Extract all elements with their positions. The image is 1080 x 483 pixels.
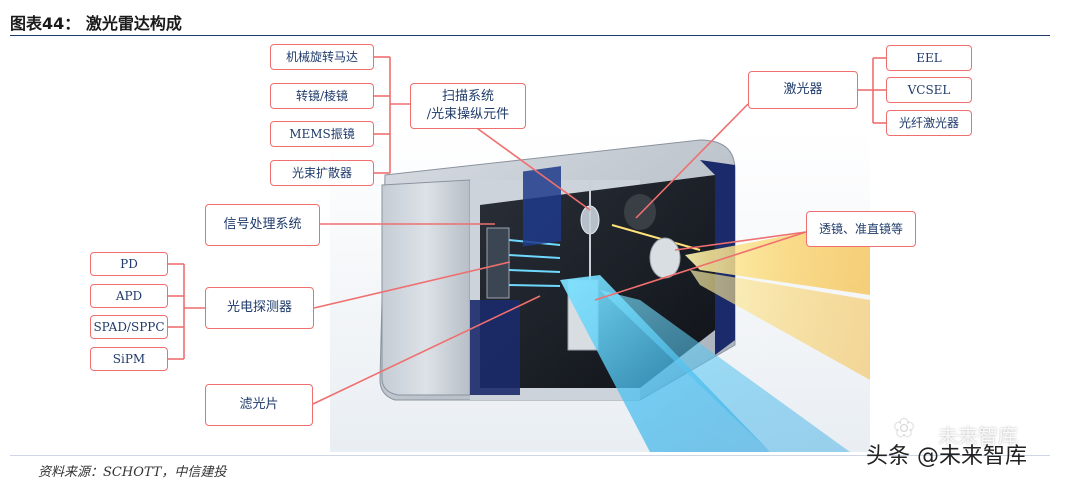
lens-box: 透镜、准直镜等 [806, 211, 916, 247]
wechat-logo-icon: ✿ [894, 414, 915, 442]
scan-item-mems: MEMS振镜 [270, 121, 374, 147]
figure-title: 图表44： 激光雷达构成 [10, 14, 182, 33]
laser-item-eel: EEL [886, 45, 972, 71]
title-divider [10, 35, 1050, 36]
laser-box: 激光器 [748, 71, 858, 109]
scan-item-diffuser: 光束扩散器 [270, 160, 374, 186]
brand-credit: 头条 @未来智库 [866, 444, 1027, 469]
scan-item-motor: 机械旋转马达 [270, 44, 374, 70]
laser-item-fiber: 光纤激光器 [886, 110, 972, 136]
laser-item-vcsel: VCSEL [886, 77, 972, 103]
detector-box: 光电探测器 [205, 287, 314, 329]
detector-item-spad: SPAD/SPPC [90, 315, 168, 339]
detector-item-apd: APD [90, 284, 168, 308]
signal-processing-box: 信号处理系统 [205, 204, 320, 246]
scan-system-box: 扫描系统 /光束操纵元件 [410, 83, 526, 129]
footer-divider [10, 455, 1050, 456]
watermark-text: 未来智库 [938, 424, 1018, 448]
detector-item-pd: PD [90, 252, 168, 276]
detector-item-sipm: SiPM [90, 347, 168, 371]
filter-box: 滤光片 [205, 384, 313, 426]
scan-item-mirror-prism: 转镜/棱镜 [270, 83, 374, 109]
source-note: 资料来源：SCHOTT，中信建投 [38, 465, 227, 480]
